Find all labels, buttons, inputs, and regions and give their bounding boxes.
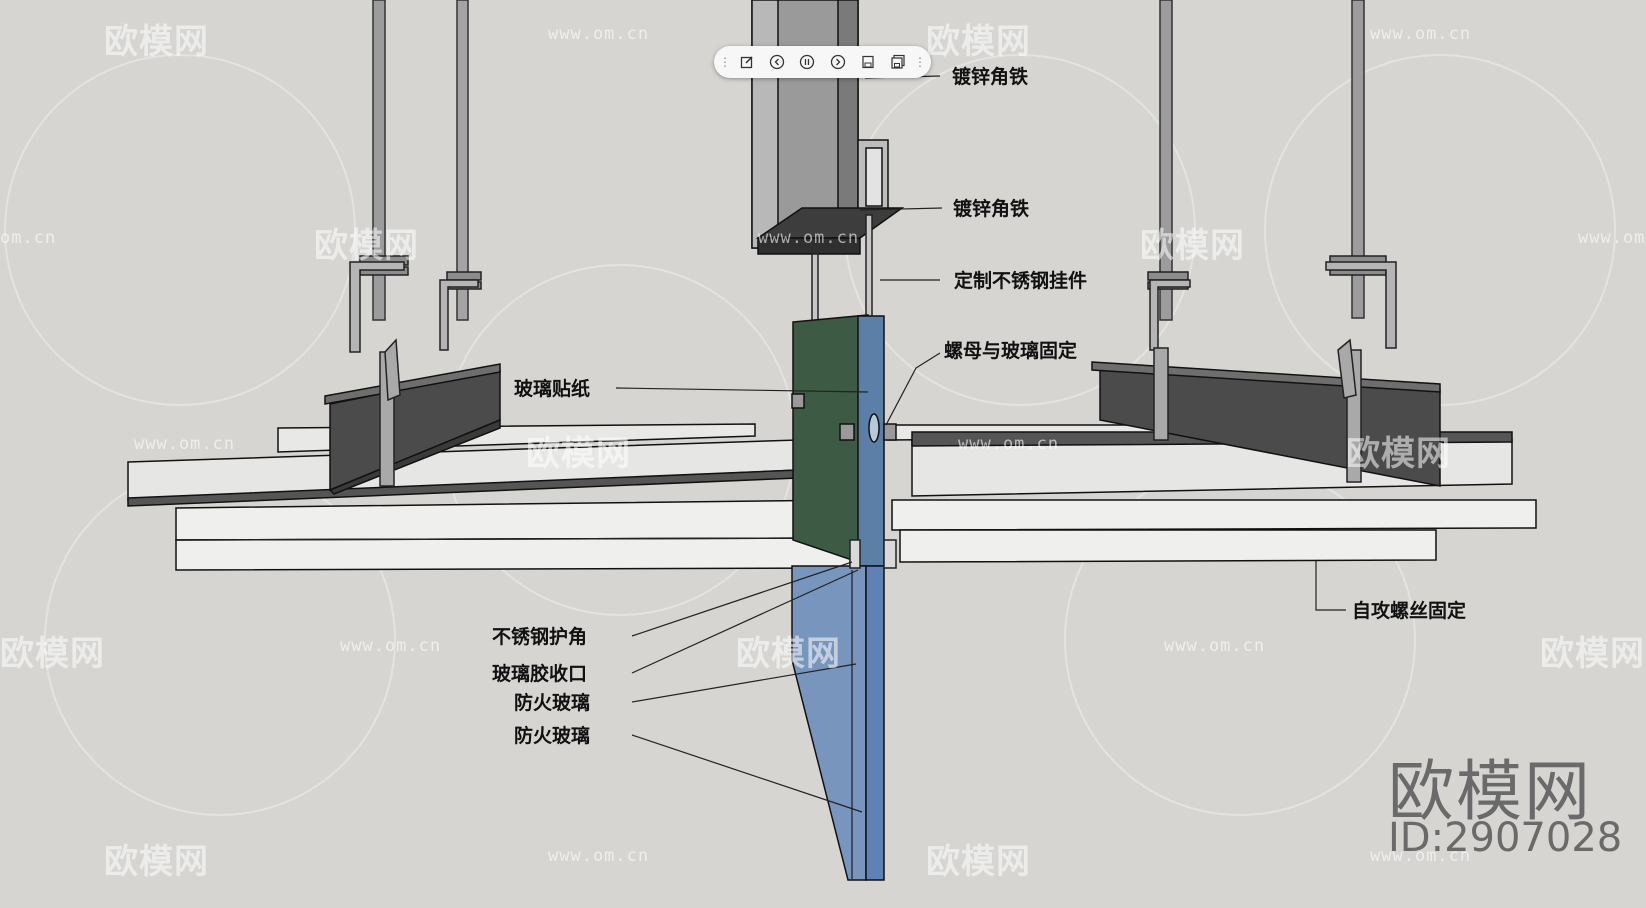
ceiling-boards-left — [127, 423, 851, 571]
edit-icon[interactable] — [736, 51, 758, 73]
watermark-url: www.om.cn — [340, 636, 442, 656]
watermark-logo: 欧模网 — [926, 22, 1031, 62]
next-icon[interactable] — [827, 51, 849, 73]
label-fire-glass-2: 防火玻璃 — [514, 725, 591, 747]
channel-steel-left — [324, 363, 501, 495]
watermark-url: www.om.cn — [1370, 846, 1472, 866]
watermark-logo: 欧模网 — [104, 22, 209, 62]
watermark-url: www.om.cn — [548, 24, 650, 44]
label-ss-corner: 不锈钢护角 — [492, 626, 588, 648]
watermark-url: om.cn — [0, 228, 57, 248]
glass-film-panel — [791, 314, 897, 567]
hanger-brackets — [349, 261, 1397, 353]
watermark-url: www.om.cn — [1578, 228, 1646, 248]
watermark-logo: 欧模网 — [1346, 434, 1451, 474]
watermark-logo: 欧模网 — [926, 842, 1031, 882]
watermark-logo: 欧模网 — [104, 842, 209, 882]
label-nut-glass: 螺母与玻璃固定 — [944, 340, 1078, 362]
watermark-logo: 欧模网 — [314, 226, 419, 266]
pause-icon[interactable] — [796, 51, 818, 73]
ss-corner-trim — [849, 539, 897, 569]
watermark-logo: 欧模网 — [736, 634, 841, 674]
label-custom-hanger: 定制不锈钢挂件 — [954, 270, 1088, 292]
watermark-url: www.om.cn — [958, 434, 1060, 454]
watermark-logo: 欧模网 — [1540, 634, 1645, 674]
model-id: ID:2907028 — [1388, 815, 1623, 861]
watermark-url: www.om.cn — [134, 434, 236, 454]
label-glass-film: 玻璃贴纸 — [514, 378, 591, 400]
watermark-url: www.om.cn — [548, 846, 650, 866]
viewer-toolbar: ⋮ ⋮ — [714, 46, 931, 78]
watermark-url: www.om.cn — [1164, 636, 1266, 656]
save-icon[interactable] — [857, 51, 879, 73]
watermark-logo: 欧模网 — [526, 434, 631, 474]
watermark-logo: 欧模网 — [1140, 226, 1245, 266]
previous-icon[interactable] — [766, 51, 788, 73]
channel-clamps — [379, 338, 1362, 487]
label-fire-glass-1: 防火玻璃 — [514, 692, 591, 714]
drag-handle-icon[interactable]: ⋮ — [719, 55, 731, 69]
save-all-icon[interactable] — [887, 51, 909, 73]
label-self-tapping: 自攻螺丝固定 — [1352, 600, 1467, 622]
label-angle-iron-top: 镀锌角铁 — [952, 66, 1029, 88]
brand-logo-text: 欧模网 — [1388, 753, 1592, 830]
watermark-url: www.om.cn — [1370, 24, 1472, 44]
drag-handle-icon[interactable]: ⋮ — [913, 55, 926, 69]
label-angle-iron-mid: 镀锌角铁 — [953, 198, 1030, 220]
watermark-url: www.om.cn — [758, 228, 860, 248]
label-glass-glue: 玻璃胶收口 — [492, 663, 588, 685]
leader-lines — [615, 75, 1346, 813]
hanger-rods — [372, 0, 1365, 321]
watermark-logo: 欧模网 — [0, 634, 105, 674]
fire-glass-panel — [791, 565, 885, 881]
